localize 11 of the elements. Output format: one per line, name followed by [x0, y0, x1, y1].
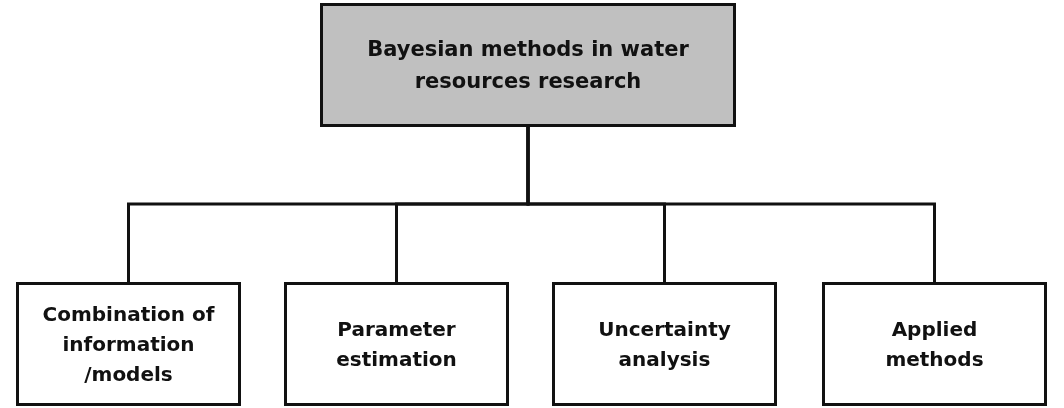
- node-label: Uncertainty analysis: [597, 316, 732, 373]
- connector-line: [526, 127, 936, 282]
- heading-text: Bayesian methods in water resources research: [366, 36, 690, 95]
- subtopic-box: [284, 282, 509, 406]
- node-label: Combination of information /models: [41, 301, 216, 388]
- subtopic-box: [552, 282, 777, 406]
- subtopic-box: [822, 282, 1047, 406]
- subtopic-box: [16, 282, 241, 406]
- node-label: Parameter estimation: [335, 316, 458, 373]
- root-topic-box: [320, 3, 736, 127]
- node-label: Applied methods: [884, 316, 985, 373]
